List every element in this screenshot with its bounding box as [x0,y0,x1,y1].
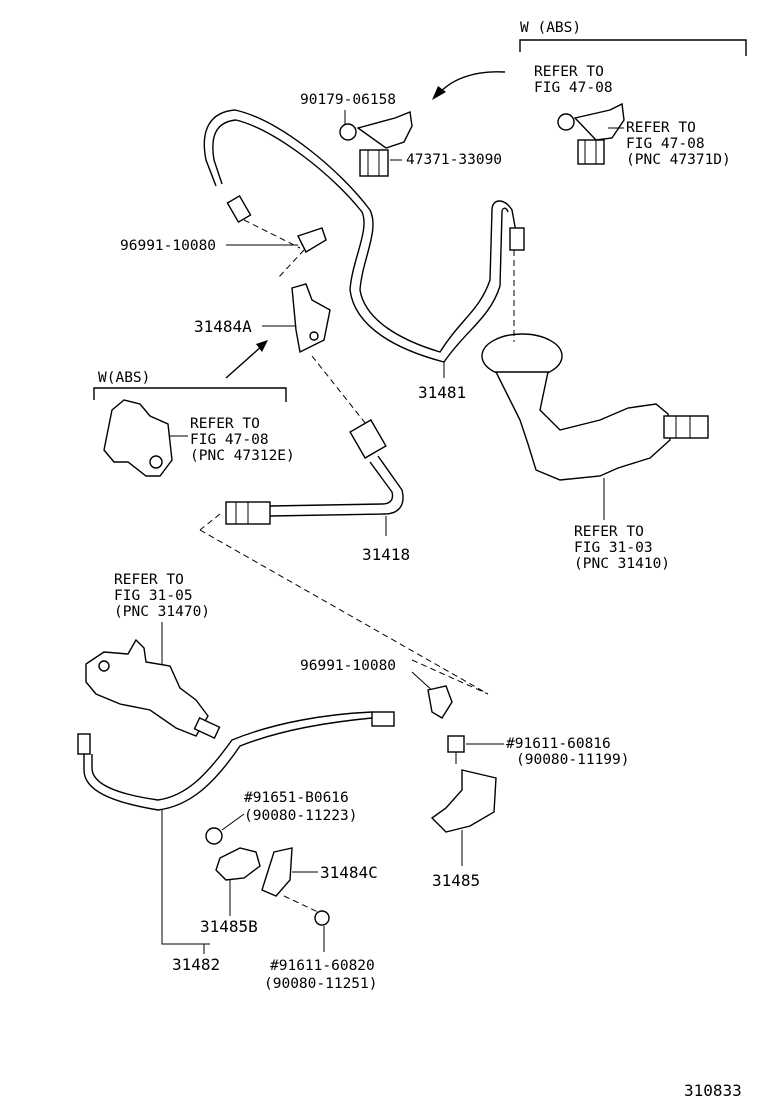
arrow-head-top [432,86,446,100]
refer-top-1b: FIG 47-08 [534,80,613,96]
bolt-91651 [205,827,223,845]
part-31484C-label: 31484C [320,863,378,882]
bolt-91611-60820 [314,910,330,926]
hose-31418-line1 [269,455,404,517]
part-96991-mid-label: 96991-10080 [300,658,396,674]
hose-31418: 31418 [199,419,489,695]
figure-id: 310833 [684,1081,742,1100]
pipe-31482: 31482 [77,711,395,974]
w-abs-top-label: W (ABS) [520,20,581,36]
refer-mid-c: (PNC 31470) [114,604,210,620]
part-96991-top-label: 96991-10080 [120,238,216,254]
w-abs-top-group: W (ABS) REFER TO FIG 47-08 REFER TO FIG … [432,20,747,168]
refer-right: REFER TO [574,524,644,540]
arrow-left-head [256,340,268,352]
w-abs-left-label: W(ABS) [98,370,150,386]
part-31484A-label: 31484A [194,317,252,336]
refer-left-b: FIG 47-08 [190,432,269,448]
abs-clamp-top [577,139,605,165]
clip-96991-top [297,227,327,253]
clip-96991-mid [427,685,453,719]
clamp-group-upper: 90179-06158 47371-33090 [300,92,502,177]
refer-mid-b: FIG 31-05 [114,588,193,604]
nut-90179 [339,123,357,141]
refer-top-2: REFER TO [626,120,696,136]
refer-right-b: FIG 31-03 [574,540,653,556]
part-91651-label: #91651-B0616 [244,790,349,806]
pipe-31482-fitting-right [371,711,395,727]
lower-clamp-group: #91651-B0616 (90080-11223) 31485B 31484C… [200,790,378,992]
refer-right-c: (PNC 31410) [574,556,670,572]
part-90080-11199-label: (90080-11199) [516,752,630,768]
master-cylinder-rod [663,415,709,439]
release-cylinder-body [85,638,209,737]
clip-bracket-group: 96991-10080 31484A [120,219,367,425]
bracket-31485-group: 96991-10080 #91611-60816 (90080-11199) 3… [300,658,630,890]
part-47371-label: 47371-33090 [406,152,502,168]
refer-top-1: REFER TO [534,64,604,80]
pipe-31482-line2 [91,711,373,801]
arrow-left-line [225,345,263,379]
part-90080-11251-label: (90080-11251) [264,976,378,992]
pipe-31482-fitting-left [77,733,91,755]
part-91611-60820-label: #91611-60820 [270,958,375,974]
part-31485-label: 31485 [432,871,480,890]
pipe-31481-fitting-right [509,227,525,251]
part-31482-label: 31482 [172,955,220,974]
hose-fitting-top [349,419,387,459]
bracket-31485 [430,769,497,833]
abs-nut-top [557,113,575,131]
part-90080-11223-label: (90080-11223) [244,808,358,824]
pipe-31481: 31481 [203,109,525,402]
master-cylinder-body [494,371,671,481]
release-cylinder-rod [193,716,221,740]
curved-arrow-top [437,71,506,96]
refer-left: REFER TO [190,416,260,432]
clamp-47371 [359,149,389,177]
bracket-31484C [261,847,293,897]
pipe-31481-fitting-left [226,195,252,223]
hose-31418-line2 [269,461,394,507]
abs-bracket-top [573,102,625,141]
part-31485B-label: 31485B [200,917,258,936]
w-abs-top-bracket [519,39,747,56]
refer-left-c: (PNC 47312E) [190,448,295,464]
master-cylinder: REFER TO FIG 31-03 (PNC 31410) [481,250,709,572]
bracket-31484A [291,283,331,354]
refer-top-2b: FIG 47-08 [626,136,705,152]
pipe-31482-line1 [83,717,373,811]
part-90179-label: 90179-06158 [300,92,396,108]
w-abs-left-group: W(ABS) REFER TO FIG 47-08 (PNC 47312E) [93,370,295,477]
part-31418-label: 31418 [362,545,410,564]
clamp-31485B [215,847,261,881]
w-abs-left-bracket [93,387,287,402]
pipe-31481-line2 [212,119,509,363]
bracket-upper [356,111,413,149]
refer-top-2c: (PNC 47371D) [626,152,731,168]
pipe-31481-line1 [203,109,517,353]
bolt-91611-60816 [447,735,465,753]
refer-mid: REFER TO [114,572,184,588]
part-31481-label: 31481 [418,383,466,402]
release-cylinder: REFER TO FIG 31-05 (PNC 31470) [85,572,221,740]
part-91611-60816-label: #91611-60816 [506,736,611,752]
